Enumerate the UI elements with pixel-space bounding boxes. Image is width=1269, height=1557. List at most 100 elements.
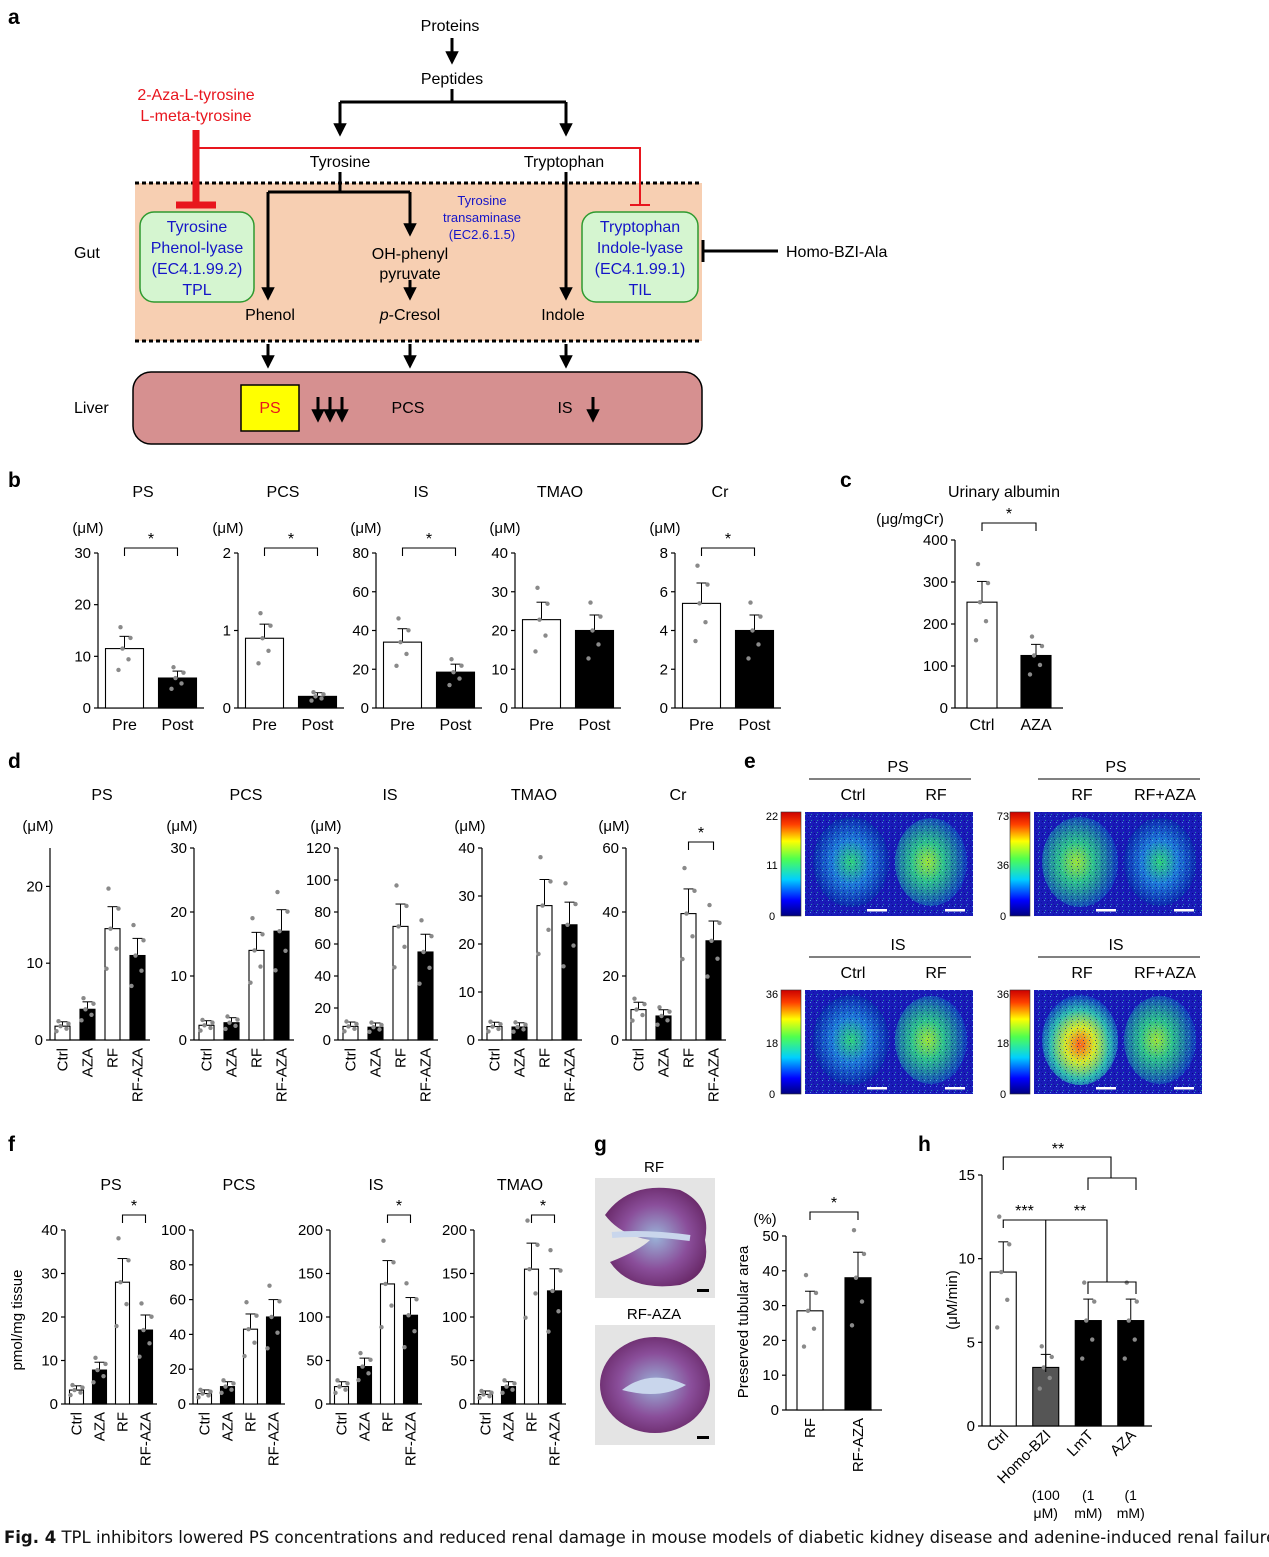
- imaging-title: IS: [890, 937, 905, 954]
- bar: [1117, 1320, 1145, 1427]
- data-point: [861, 1251, 867, 1257]
- data-point: [256, 661, 261, 666]
- data-point: [573, 901, 578, 907]
- data-point: [498, 1021, 503, 1027]
- data-point: [120, 646, 125, 651]
- panel-g-y-axis-label: Preserved tubular area: [735, 1245, 752, 1398]
- data-point: [705, 974, 710, 979]
- data-point: [693, 638, 698, 644]
- scale-min-label: 0: [1000, 1089, 1006, 1101]
- data-point: [268, 623, 273, 628]
- x-tick-label: Ctrl: [197, 1412, 214, 1435]
- proteins-label: Proteins: [421, 18, 480, 35]
- data-point: [805, 1308, 811, 1314]
- peptide-branch: [338, 89, 568, 130]
- y-tick-label: 30: [41, 1266, 58, 1283]
- x-tick-label: AZA: [368, 1048, 385, 1077]
- data-point: [417, 981, 422, 986]
- x-tick-label: AZA: [80, 1048, 97, 1077]
- data-point: [546, 1329, 551, 1334]
- inhibitor-2-label: L-meta-tyrosine: [140, 108, 251, 125]
- data-point: [352, 1026, 357, 1032]
- data-point: [504, 1384, 509, 1389]
- x-tick-label: RF-AZA: [274, 1048, 291, 1102]
- significance-bracket: [263, 547, 319, 556]
- scalebar-left: [1096, 1087, 1116, 1090]
- scalebar-right: [1174, 909, 1194, 912]
- y-tick-label: 20: [169, 1361, 186, 1378]
- til-line-4: TIL: [628, 282, 651, 299]
- data-point: [258, 964, 263, 969]
- data-point: [477, 1395, 482, 1401]
- data-point: [124, 1301, 129, 1307]
- y-tick-label: 0: [611, 1032, 619, 1049]
- data-point: [379, 1324, 384, 1330]
- chart-title: IS: [368, 1177, 383, 1194]
- histology-top-title: RF: [644, 1159, 664, 1176]
- x-tick-label: Ctrl: [55, 1048, 72, 1071]
- data-point: [114, 1323, 119, 1329]
- y-tick-label: 10: [762, 1367, 779, 1384]
- x-tick-label: Pre: [252, 717, 277, 734]
- y-tick-label: 0: [83, 700, 91, 717]
- x-tick-label: AZA: [1107, 1427, 1140, 1460]
- data-point: [546, 927, 551, 932]
- significance-bracket: [386, 1214, 412, 1223]
- data-point: [535, 1242, 540, 1248]
- data-point: [273, 968, 278, 973]
- significance-bracket: [687, 841, 715, 850]
- data-point: [196, 1395, 201, 1400]
- data-point: [208, 1389, 213, 1394]
- imaging-right-label: RF: [925, 787, 947, 804]
- data-point: [80, 1385, 85, 1390]
- x-tick-label: RF-AZA: [418, 1048, 435, 1102]
- y-tick-label: 4: [660, 623, 668, 640]
- y-tick-label: 40: [602, 904, 619, 921]
- phenol-label: Phenol: [245, 307, 295, 324]
- scalebar-left: [867, 1087, 887, 1090]
- data-point: [665, 1018, 670, 1023]
- data-point: [502, 1378, 507, 1383]
- data-point: [181, 670, 186, 675]
- significance-bracket: [981, 522, 1037, 531]
- bar: [417, 951, 434, 1041]
- data-point: [406, 1313, 411, 1318]
- data-point: [225, 1014, 230, 1019]
- data-point: [496, 1026, 501, 1032]
- data-point: [277, 1299, 282, 1304]
- indole-label: Indole: [541, 307, 585, 324]
- significance-mark: *: [288, 531, 294, 548]
- data-point: [345, 1381, 350, 1386]
- panel-letter-d: d: [8, 750, 21, 773]
- data-point: [1031, 653, 1037, 658]
- y-tick-label: 40: [458, 840, 475, 857]
- y-tick-label: 30: [762, 1298, 779, 1315]
- significance-bracket: [700, 547, 756, 556]
- data-point: [114, 946, 119, 951]
- y-tick-label: 0: [50, 1396, 58, 1413]
- data-point: [429, 933, 434, 939]
- y-tick-label: 2: [223, 545, 231, 562]
- data-point: [343, 1387, 348, 1392]
- scalebar-left: [1096, 909, 1116, 912]
- data-point: [265, 1346, 270, 1351]
- bar: [1074, 1320, 1102, 1427]
- y-tick-label: 200: [442, 1222, 467, 1239]
- y-tick-label: 0: [459, 1396, 467, 1413]
- data-point: [210, 1020, 215, 1025]
- concentration-line-1: (1: [1125, 1487, 1138, 1503]
- x-tick-label: RF: [537, 1048, 554, 1068]
- data-point: [391, 1260, 396, 1265]
- bar: [546, 1290, 563, 1405]
- bar: [402, 1314, 419, 1405]
- x-tick-label: AZA: [220, 1412, 237, 1441]
- data-point: [275, 889, 280, 895]
- data-point: [1126, 1318, 1131, 1323]
- data-point: [657, 1005, 662, 1010]
- y-tick-label: 100: [298, 1309, 323, 1326]
